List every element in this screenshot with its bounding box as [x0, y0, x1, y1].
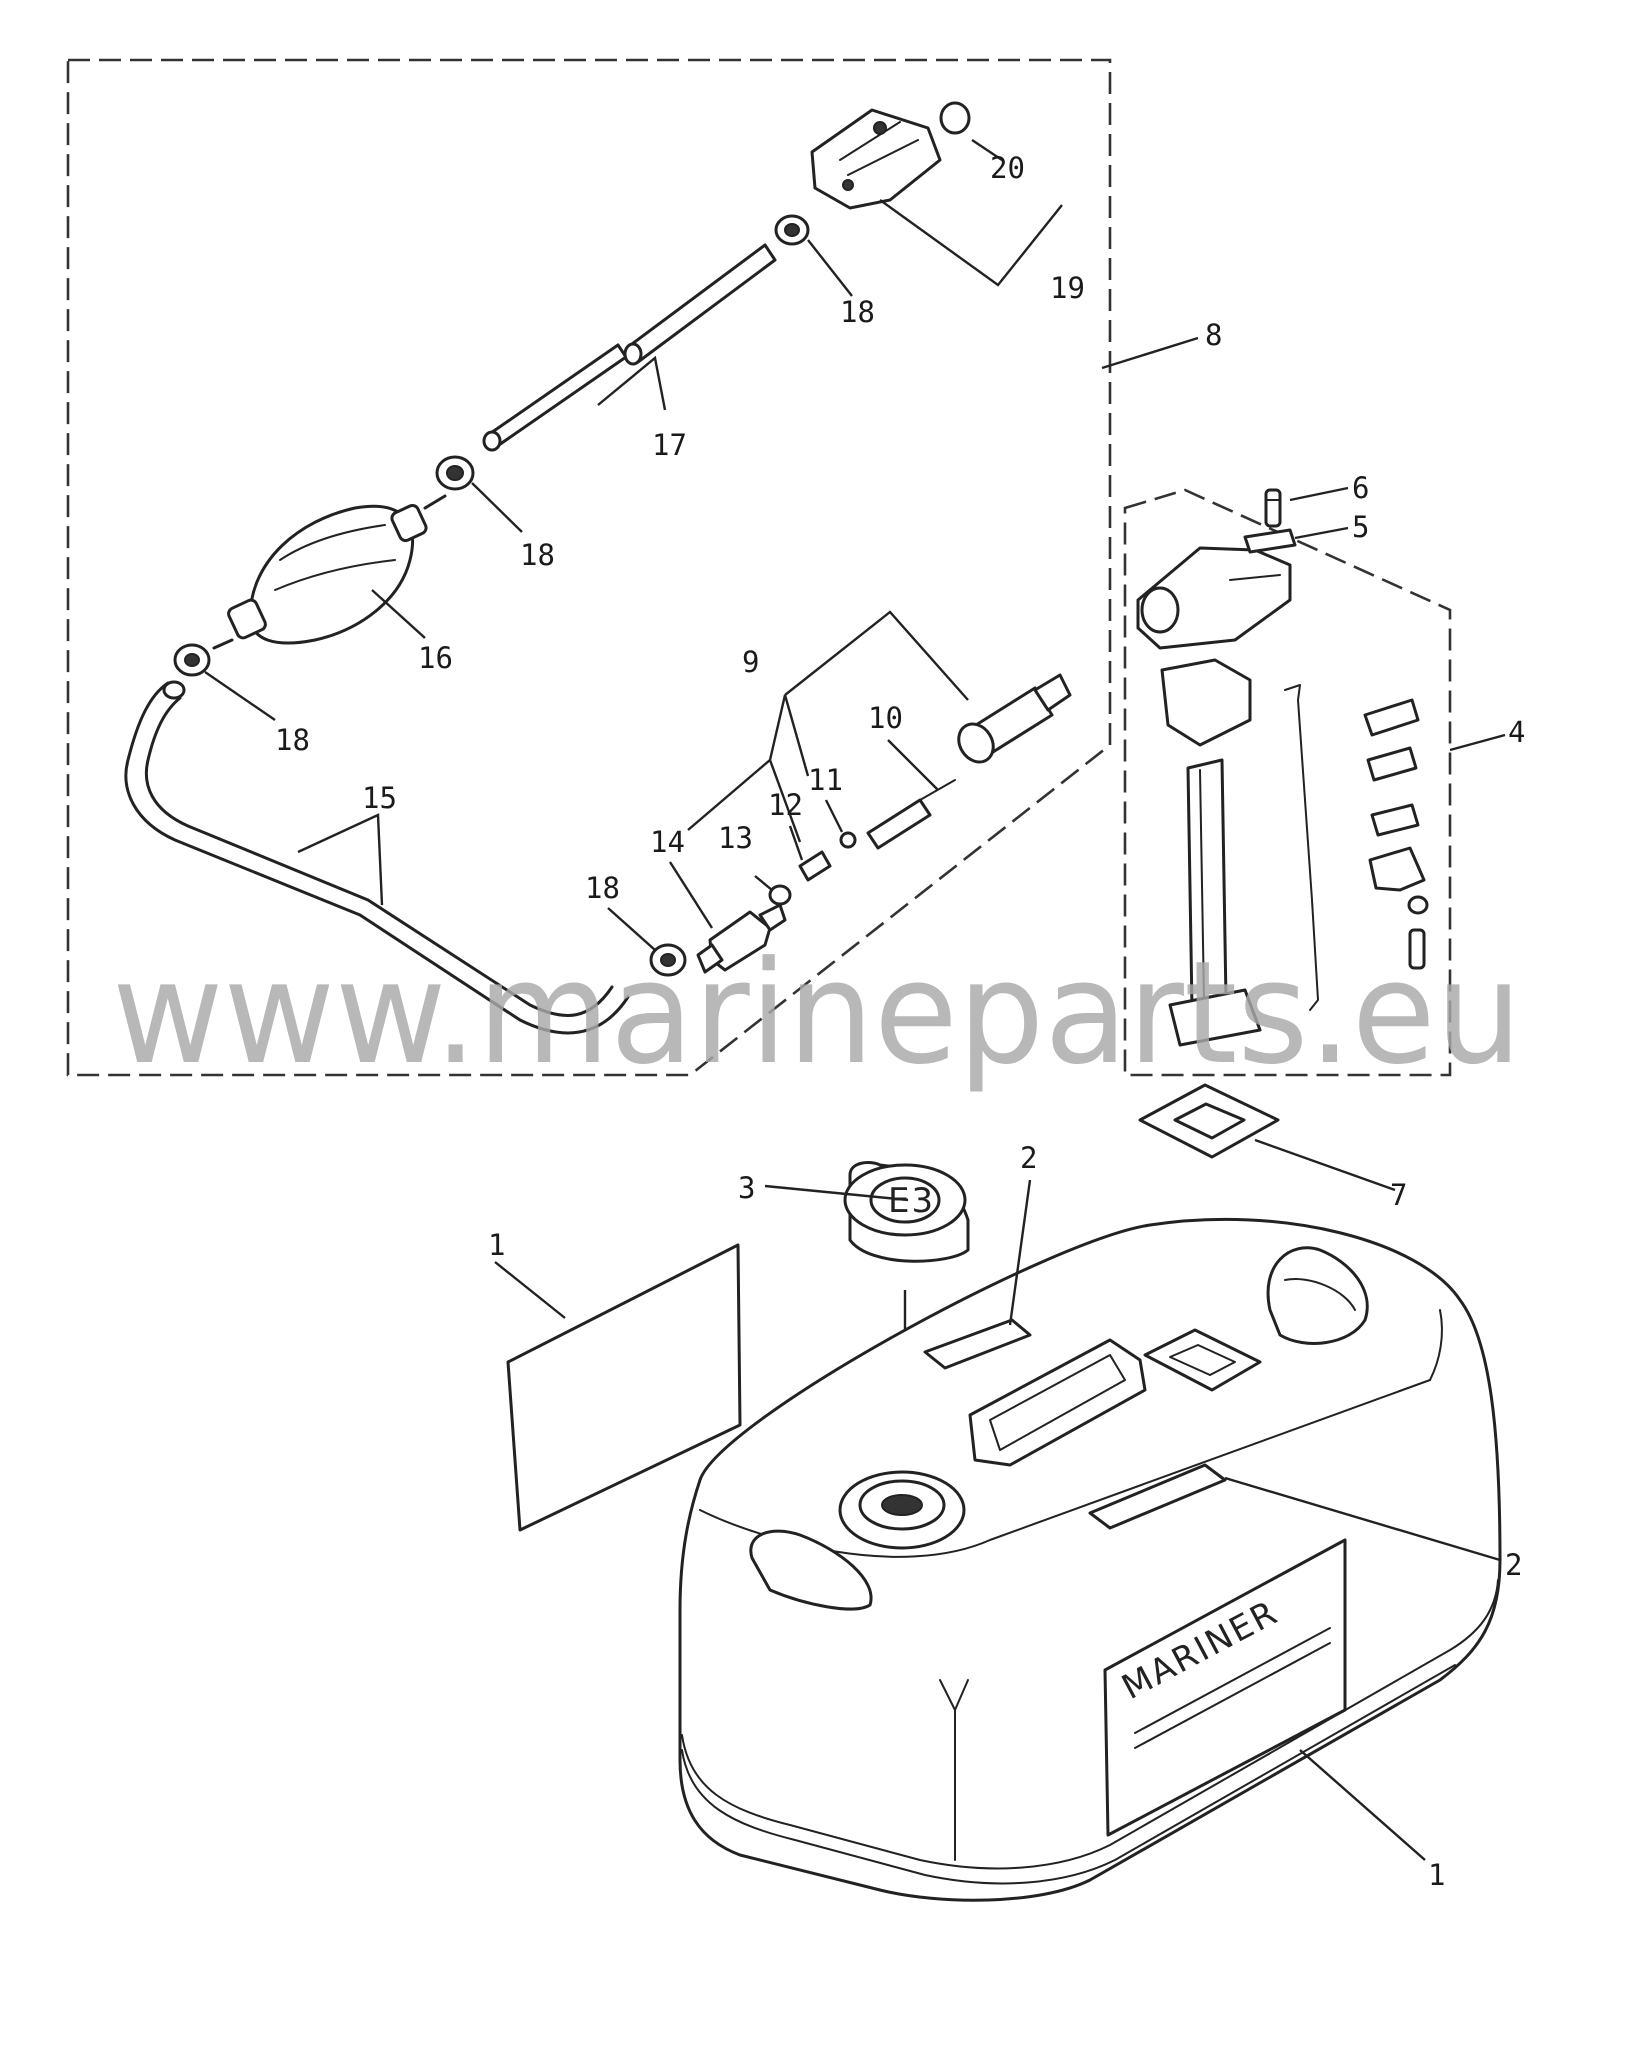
callout-5: 5	[1352, 510, 1369, 544]
o-ring-20	[939, 101, 971, 135]
hose-clamp-18-middle	[435, 455, 475, 491]
hose-clamp-18-upper	[774, 214, 810, 246]
hose-clamp-18-left	[173, 643, 211, 677]
callout-17: 17	[652, 428, 687, 462]
callout-16: 16	[418, 641, 453, 675]
callout-2-right: 2	[1505, 1548, 1522, 1582]
callout-19: 19	[1050, 271, 1085, 305]
callout-18-lower: 18	[585, 871, 620, 905]
callout-10: 10	[868, 701, 903, 735]
gasket-5	[1243, 528, 1297, 554]
valve-10	[866, 779, 956, 850]
callout-18-left: 18	[275, 723, 310, 757]
callout-12: 12	[768, 788, 803, 822]
fuel-pickup-assembly-group-box	[1123, 488, 1452, 1077]
callout-13: 13	[718, 821, 753, 855]
screw-6	[1264, 488, 1282, 528]
pickup-gasket-7	[1138, 1083, 1280, 1159]
pickup-body-4	[1136, 546, 1292, 650]
engine-connector-19	[810, 108, 942, 210]
fuel-hose-15	[124, 680, 630, 1035]
float-wire	[1284, 684, 1319, 1011]
callout-18-top: 18	[840, 295, 875, 329]
fuel-tank-body: MARINER	[678, 1217, 1502, 1902]
washer-13	[768, 884, 792, 906]
callout-1-decal: 1	[488, 1228, 505, 1262]
fuel-cap-3: E3	[843, 1161, 970, 1263]
callout-18-middle: 18	[520, 538, 555, 572]
primer-bulb-16	[212, 494, 447, 650]
callout-6: 6	[1352, 471, 1369, 505]
callout-3: 3	[738, 1171, 755, 1205]
o-ring-11	[839, 831, 857, 849]
callout-8: 8	[1205, 318, 1222, 352]
callout-7: 7	[1390, 1178, 1407, 1212]
fuel-line-assembly-group-box	[66, 58, 1112, 1077]
callout-4: 4	[1508, 715, 1525, 749]
callout-14: 14	[650, 825, 685, 859]
decal-1-loose	[506, 1243, 742, 1532]
callout-9: 9	[742, 645, 759, 679]
callout-labels: 20 19 18 8 17 18 16 18 15 18 14 13 12 11…	[275, 151, 1525, 1892]
cap-marking: E3	[888, 1181, 935, 1221]
fuel-hose-17	[482, 243, 777, 452]
fitting-14	[696, 903, 787, 974]
spring-12	[798, 850, 832, 882]
pickup-tube	[1160, 658, 1262, 1047]
callout-20: 20	[990, 151, 1025, 185]
callout-11: 11	[808, 763, 843, 797]
callout-1-tank: 1	[1428, 1858, 1445, 1892]
gauge-parts	[1363, 698, 1429, 970]
callout-15: 15	[362, 781, 397, 815]
callout-2-top: 2	[1020, 1141, 1037, 1175]
watermark: www.marineparts.eu	[112, 931, 1522, 1096]
leader-lines	[204, 139, 1506, 1861]
hose-clamp-18-lower	[649, 943, 687, 977]
fuel-connector-9	[957, 673, 1072, 764]
